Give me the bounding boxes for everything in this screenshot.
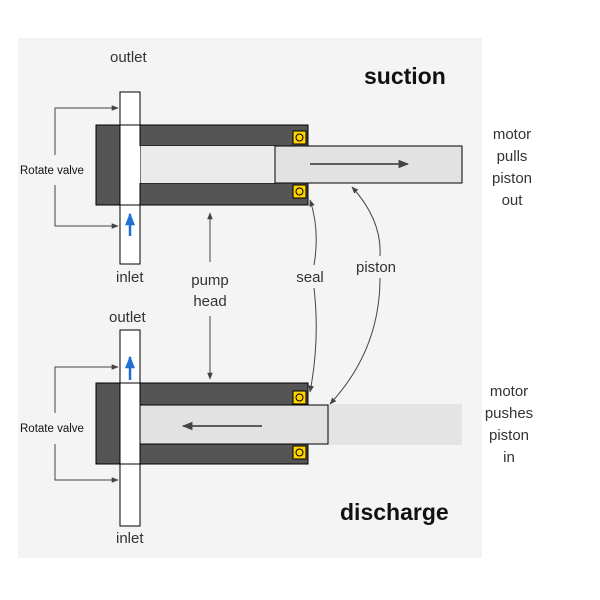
bottom-motor-text-4: in: [503, 449, 515, 466]
bottom-motor-text-2: pushes: [485, 405, 533, 422]
discharge-title: discharge: [340, 499, 449, 525]
top-seal-lower: [292, 184, 307, 199]
suction-pump: [54, 91, 463, 265]
top-motor-text-3: piston: [492, 170, 532, 187]
top-rotate-arrow-up: [54, 105, 119, 155]
top-motor-text-2: pulls: [497, 148, 528, 165]
bottom-inlet-label: inlet: [116, 530, 144, 547]
bottom-motor-text-3: piston: [489, 427, 529, 444]
bottom-piston: [139, 404, 329, 445]
discharge-pump: [54, 329, 462, 527]
bottom-motor-text-1: motor: [490, 383, 528, 400]
pump-head-label-2: head: [193, 293, 226, 310]
bottom-valve-port: [126, 405, 140, 444]
top-valve-port: [126, 146, 140, 183]
top-inlet-label: inlet: [116, 269, 144, 286]
top-chamber: [140, 146, 275, 183]
bottom-piston-ghost: [328, 404, 462, 445]
piston-label: piston: [356, 259, 396, 276]
pump-head-label-1: pump: [191, 272, 229, 289]
bottom-rotate-arrow-up: [54, 364, 119, 413]
suction-title: suction: [364, 63, 446, 89]
top-seal-upper: [292, 130, 307, 145]
piston-leader-down: [329, 277, 381, 405]
callout-leaders: [207, 186, 381, 405]
bottom-seal-upper: [292, 390, 307, 405]
top-rotate-arrow-down: [54, 185, 119, 229]
bottom-rotate-arrow-down: [54, 444, 119, 483]
bottom-outlet-label: outlet: [109, 309, 147, 326]
seal-leader-up: [309, 199, 317, 266]
seal-label: seal: [296, 269, 324, 286]
bottom-rotate-valve-label: Rotate valve: [20, 423, 84, 435]
bottom-seal-lower: [292, 445, 307, 460]
top-motor-text-1: motor: [493, 126, 531, 143]
piston-leader-up: [351, 186, 381, 257]
top-outlet-label: outlet: [110, 49, 148, 66]
top-motor-text-4: out: [502, 192, 524, 209]
seal-leader-down: [308, 287, 317, 393]
top-rotate-valve-label: Rotate valve: [20, 165, 84, 177]
